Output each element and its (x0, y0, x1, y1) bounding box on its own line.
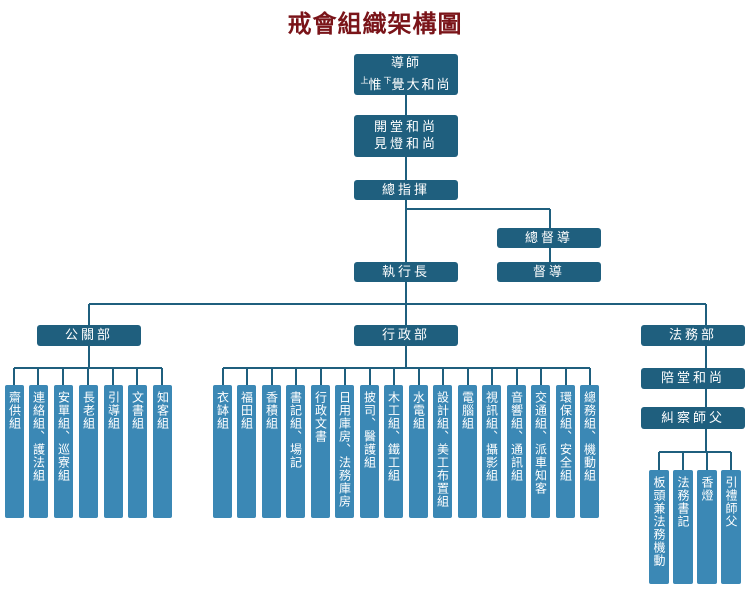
pr-group-label: 知客組 (155, 391, 170, 430)
mentor-name-rest: 覺大和尚 (391, 78, 452, 93)
administration-dept: 行政部 (354, 325, 458, 346)
mentor-name: 上惟下覺大和尚 (360, 72, 451, 94)
chief-commander-box: 總指揮 (354, 180, 458, 200)
pr-group-label: 引導組 (106, 391, 121, 430)
admin-group-label: 福田組 (239, 391, 254, 430)
dharma-group: 香燈 (697, 470, 717, 584)
pr-group: 安單組、巡寮組 (54, 385, 73, 518)
public-relations-dept: 公關部 (37, 325, 141, 346)
connector-dharma-drops (658, 452, 732, 470)
pr-group: 齋供組 (5, 385, 24, 518)
admin-group: 電腦組 (458, 385, 477, 518)
admin-group: 視訊組、攝影組 (482, 385, 501, 518)
pr-group: 知客組 (153, 385, 172, 518)
opening-abbot-title: 開堂和尚 (373, 120, 438, 135)
admin-group-label: 總務組、機動組 (582, 391, 597, 482)
dharma-group: 板頭兼法務機動 (649, 470, 669, 584)
supervisor-box: 督導 (497, 262, 601, 282)
pr-group-label: 連絡組、護法組 (31, 391, 46, 482)
admin-group: 環保組、安全組 (556, 385, 575, 518)
admin-group-label: 環保組、安全組 (558, 391, 573, 482)
admin-group: 書記組、場記 (286, 385, 305, 518)
admin-group: 總務組、機動組 (580, 385, 599, 518)
admin-group: 交通組、派車知客 (531, 385, 550, 518)
admin-group: 日用庫房、法務庫房 (335, 385, 354, 518)
admin-group: 木工組、鐵工組 (384, 385, 403, 518)
opening-abbot-box: 開堂和尚 見燈和尚 (354, 115, 458, 157)
dharma-affairs-dept: 法務部 (641, 325, 745, 346)
chart-title: 戒會組織架構圖 (287, 9, 463, 38)
mentor-box: 導師 上惟下覺大和尚 (354, 54, 458, 95)
admin-group-label: 交通組、派車知客 (533, 391, 548, 495)
pr-group: 連絡組、護法組 (29, 385, 48, 518)
admin-group: 福田組 (237, 385, 256, 518)
admin-group-label: 木工組、鐵工組 (386, 391, 401, 482)
connector-admin-drops (222, 368, 591, 385)
admin-group: 音響組、通訊組 (507, 385, 526, 518)
admin-group-label: 音響組、通訊組 (509, 391, 524, 482)
admin-group-label: 視訊組、攝影組 (484, 391, 499, 482)
admin-group-label: 衣缽組 (215, 391, 230, 430)
dharma-group-label: 法務書記 (676, 476, 690, 528)
admin-group-label: 日用庫房、法務庫房 (337, 391, 352, 508)
admin-group-label: 香積組 (264, 391, 279, 430)
dharma-group: 引禮師父 (721, 470, 741, 584)
pr-group: 引導組 (104, 385, 123, 518)
mentor-honorific-upper: 上 (360, 76, 369, 85)
admin-group: 設計組、美工布置組 (433, 385, 452, 518)
pr-group-label: 文書組 (130, 391, 145, 430)
pr-group-label: 安單組、巡寮組 (56, 391, 71, 482)
dharma-group-label: 引禮師父 (724, 476, 738, 528)
chief-supervisor-box: 總督導 (497, 228, 601, 248)
hall-attendant-box: 陪堂和尚 (641, 368, 745, 389)
pr-group-label: 齋供組 (7, 391, 22, 430)
admin-group: 披司、醫護組 (360, 385, 379, 518)
mentor-title: 導師 (390, 56, 421, 71)
admin-group-label: 披司、醫護組 (362, 391, 377, 469)
admin-group: 衣缽組 (213, 385, 232, 518)
pr-group: 文書組 (128, 385, 147, 518)
pr-group: 長老組 (79, 385, 98, 518)
admin-group-label: 行政文書 (313, 391, 328, 443)
dharma-group: 法務書記 (673, 470, 693, 584)
pr-group-label: 長老組 (81, 391, 96, 430)
admin-group-label: 電腦組 (460, 391, 475, 430)
dharma-group-label: 香燈 (700, 476, 714, 502)
opening-abbot-name: 見燈和尚 (373, 137, 438, 152)
admin-group: 香積組 (262, 385, 281, 518)
discipline-master-box: 糾察師父 (641, 407, 745, 429)
admin-group-label: 設計組、美工布置組 (435, 391, 450, 508)
admin-group-label: 書記組、場記 (288, 391, 303, 469)
executive-box: 執行長 (354, 262, 458, 282)
dharma-group-label: 板頭兼法務機動 (652, 476, 666, 567)
connector-pr-drops (13, 368, 163, 385)
mentor-name-char: 惟 (368, 78, 384, 93)
admin-group: 水電組 (409, 385, 428, 518)
admin-group: 行政文書 (311, 385, 330, 518)
admin-group-label: 水電組 (411, 391, 426, 430)
mentor-honorific-lower: 下 (383, 76, 392, 85)
